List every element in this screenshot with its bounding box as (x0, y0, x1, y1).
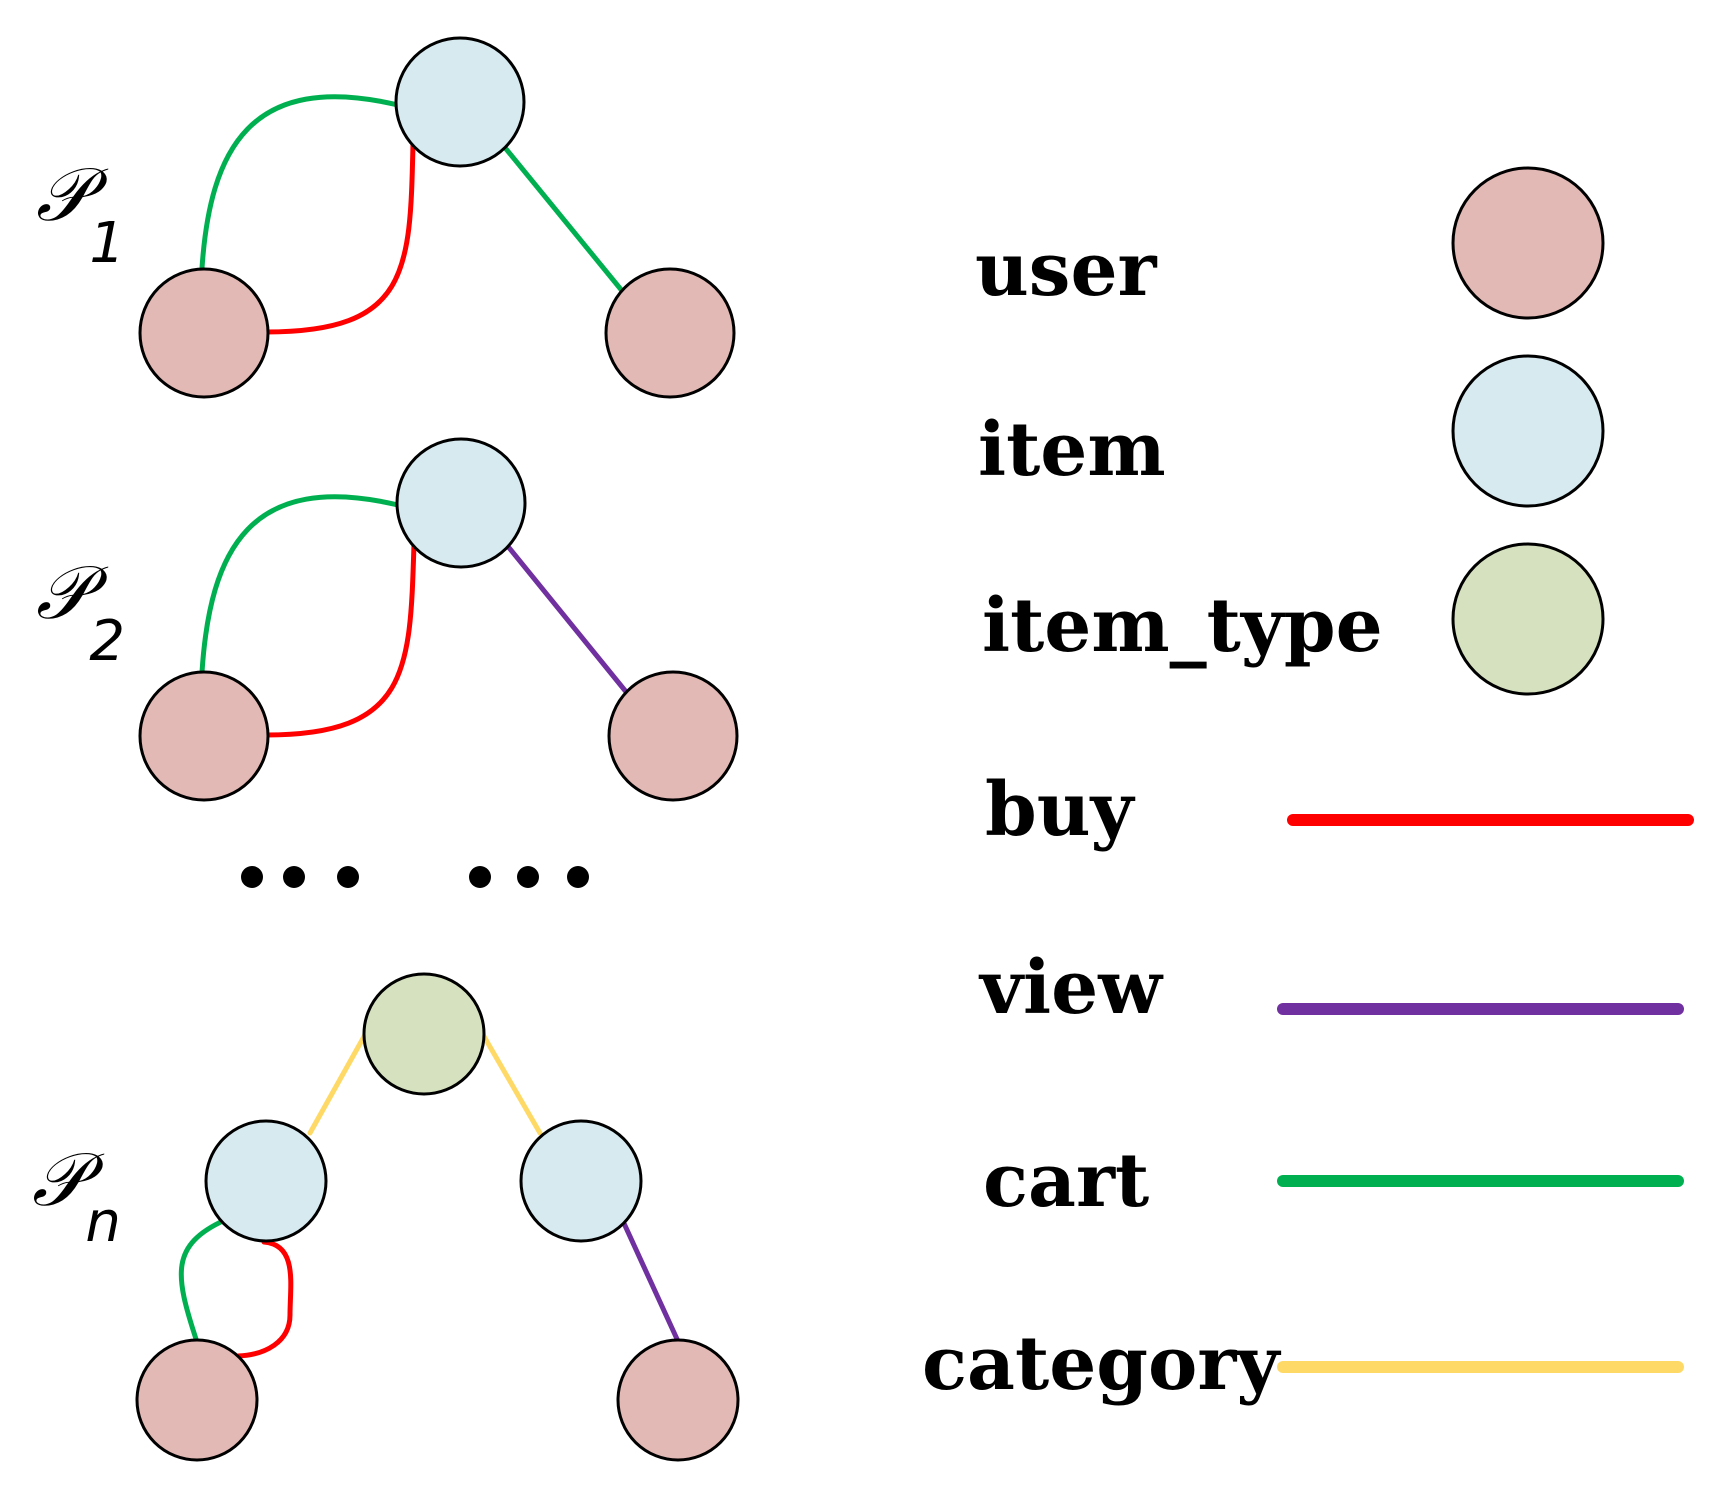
cart-edge (499, 141, 626, 295)
category-edge (307, 1030, 369, 1136)
item-node (519, 1119, 643, 1243)
legend-item-swatch (1451, 354, 1605, 508)
legend-label-view: view (978, 945, 1164, 1031)
pattern-1: 𝒫1 (36, 36, 736, 399)
buy-edge (235, 1239, 294, 1359)
pattern-label: 𝒫2 (36, 550, 125, 674)
ellipsis (241, 866, 589, 888)
pattern-subscript: 1 (89, 211, 125, 276)
legend-item-type-swatch (1451, 542, 1605, 696)
pattern-subscript: 2 (89, 609, 125, 674)
ellipsis-dot (337, 866, 359, 888)
user-node (138, 267, 270, 399)
buy-edge (263, 141, 416, 335)
buy-edge (263, 541, 417, 738)
legend-label-item-type: item_type (982, 583, 1383, 669)
legend-label-category: category (922, 1321, 1281, 1407)
ellipsis-dot (567, 866, 589, 888)
user-node (135, 1338, 259, 1462)
pattern-2: 𝒫2 (36, 437, 739, 802)
legend-label-user: user (975, 227, 1158, 313)
ellipsis-dot (283, 866, 305, 888)
pattern-label: 𝒫1 (36, 152, 125, 276)
item-type-node (362, 972, 486, 1096)
legend-label-cart: cart (983, 1138, 1149, 1224)
item-node (395, 437, 527, 569)
view-edge (619, 1216, 680, 1342)
item-node (394, 36, 526, 168)
cart-edge (199, 94, 401, 271)
user-node (604, 267, 736, 399)
legend: user item item_type buy view cart catego… (922, 166, 1694, 1407)
ellipsis-dot (241, 866, 263, 888)
ellipsis-dot (517, 866, 539, 888)
legend-label-buy: buy (985, 767, 1136, 853)
category-edge (479, 1030, 543, 1136)
user-node (607, 670, 739, 802)
ellipsis-dot (469, 866, 491, 888)
user-node (616, 1338, 740, 1462)
pattern-label: 𝒫n (32, 1137, 121, 1255)
view-edge (503, 541, 630, 696)
pattern-n: 𝒫n (32, 972, 740, 1462)
legend-label-item: item (978, 407, 1166, 493)
item-node (204, 1119, 328, 1243)
pattern-subscript: n (85, 1190, 121, 1255)
cart-edge (178, 1217, 228, 1342)
user-node (138, 670, 270, 802)
legend-user-swatch (1451, 166, 1605, 320)
cart-edge (199, 494, 401, 675)
